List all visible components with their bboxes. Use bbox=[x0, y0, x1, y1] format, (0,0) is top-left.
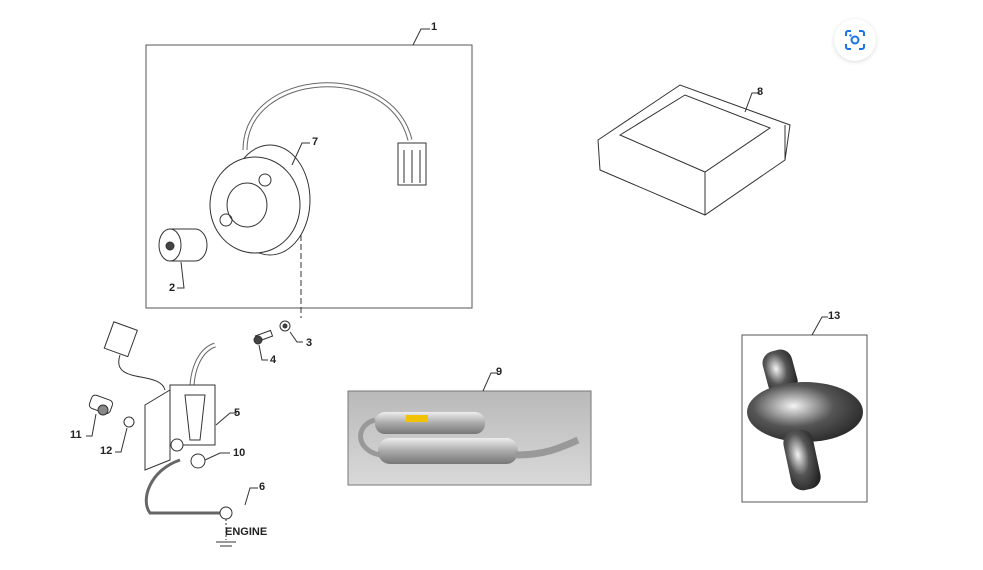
leader-8 bbox=[744, 92, 760, 113]
engine-block-bracket bbox=[597, 84, 791, 216]
leader-12 bbox=[115, 427, 128, 453]
callout-4: 4 bbox=[270, 354, 277, 366]
leader-2 bbox=[177, 261, 185, 289]
leader-11 bbox=[86, 413, 97, 437]
stator-assembly bbox=[209, 82, 427, 318]
callout-6: 6 bbox=[259, 481, 266, 493]
callout-7: 7 bbox=[312, 136, 319, 148]
plug-photo-frame bbox=[741, 334, 868, 503]
leader-4 bbox=[258, 344, 268, 361]
engine-ground-label: ENGINE bbox=[225, 526, 268, 538]
callout-9: 9 bbox=[496, 366, 503, 378]
chrome-plug bbox=[747, 349, 863, 491]
leader-10 bbox=[204, 452, 230, 461]
leader-5 bbox=[215, 412, 237, 426]
spark-plug-parts bbox=[88, 394, 135, 428]
leader-9 bbox=[482, 372, 498, 392]
callout-1: 1 bbox=[431, 21, 438, 33]
callout-12: 12 bbox=[100, 445, 113, 457]
callout-8: 8 bbox=[757, 86, 764, 98]
leader-3 bbox=[289, 331, 303, 343]
stator-kit-frame bbox=[145, 44, 473, 309]
callout-5: 5 bbox=[234, 407, 241, 419]
callout-13: 13 bbox=[828, 310, 841, 322]
screw-and-washer bbox=[253, 320, 291, 345]
leader-1 bbox=[412, 28, 430, 46]
ignition-coil bbox=[103, 321, 236, 547]
bushing bbox=[158, 228, 208, 262]
callout-11: 11 bbox=[70, 429, 82, 441]
visual-search-icon bbox=[845, 30, 865, 50]
leader-6 bbox=[244, 487, 258, 506]
callout-2: 2 bbox=[169, 282, 176, 294]
visual-search-button[interactable] bbox=[834, 19, 876, 61]
leader-7 bbox=[291, 142, 310, 166]
callout-3: 3 bbox=[306, 337, 313, 349]
exhaust-muffler bbox=[358, 412, 580, 464]
leader-13 bbox=[811, 316, 828, 336]
callout-10: 10 bbox=[233, 447, 246, 459]
